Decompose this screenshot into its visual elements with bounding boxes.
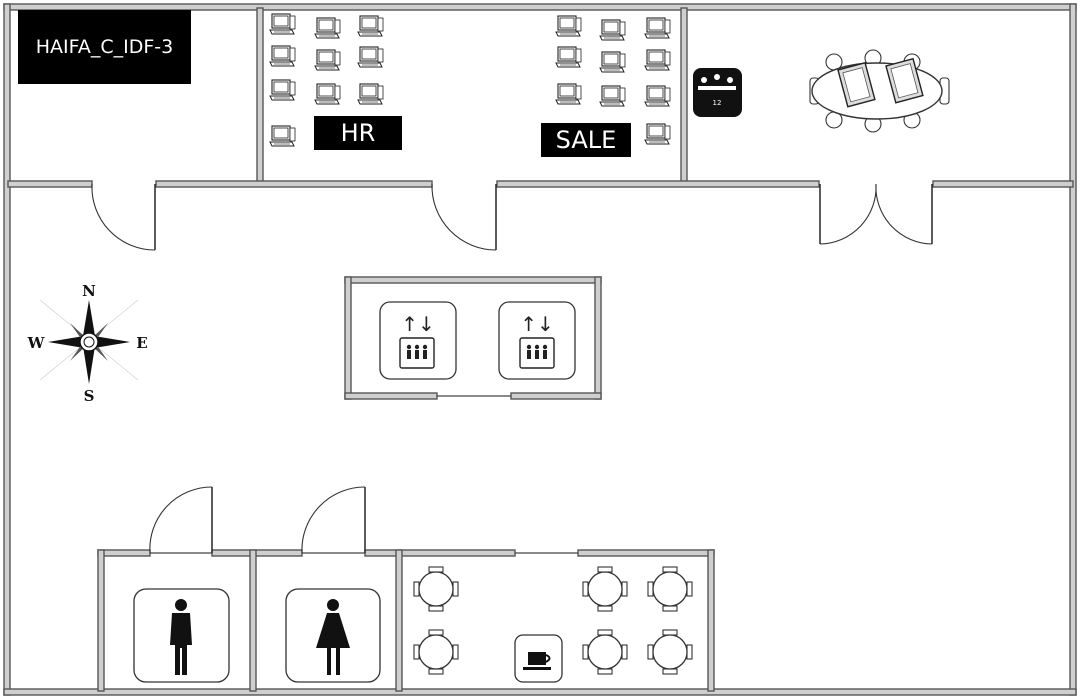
door-mens xyxy=(149,486,213,554)
svg-text:↑↓: ↑↓ xyxy=(520,312,554,336)
door-womens xyxy=(301,486,366,554)
door-office xyxy=(431,183,497,251)
seats-badge-text: 12 xyxy=(713,99,722,107)
idf-room-label: HAIFA_C_IDF-3 xyxy=(18,10,191,84)
elevator-icon-right: ↑↓ xyxy=(498,301,576,380)
door-conference xyxy=(819,183,933,245)
door-idf xyxy=(91,183,156,251)
bottom-room-walls xyxy=(97,549,715,692)
outer-walls xyxy=(3,3,1077,696)
svg-text:↑↓: ↑↓ xyxy=(401,312,435,336)
conference-table xyxy=(809,49,950,133)
women-restroom-icon xyxy=(285,588,381,683)
elevator-shaft xyxy=(344,276,602,400)
compass-east: E xyxy=(136,334,147,352)
elevator-icon-left: ↑↓ xyxy=(379,301,457,380)
hr-area-label: HR xyxy=(314,116,402,150)
men-restroom-icon xyxy=(133,588,230,683)
compass-south: S xyxy=(84,387,95,405)
compass-north: N xyxy=(82,282,96,300)
coffee-cup-icon xyxy=(514,634,563,683)
compass-rose: N S W E xyxy=(27,282,148,405)
meeting-room-icon: 12 xyxy=(693,68,742,117)
sale-area-label: SALE xyxy=(541,123,631,157)
compass-west: W xyxy=(27,334,46,352)
